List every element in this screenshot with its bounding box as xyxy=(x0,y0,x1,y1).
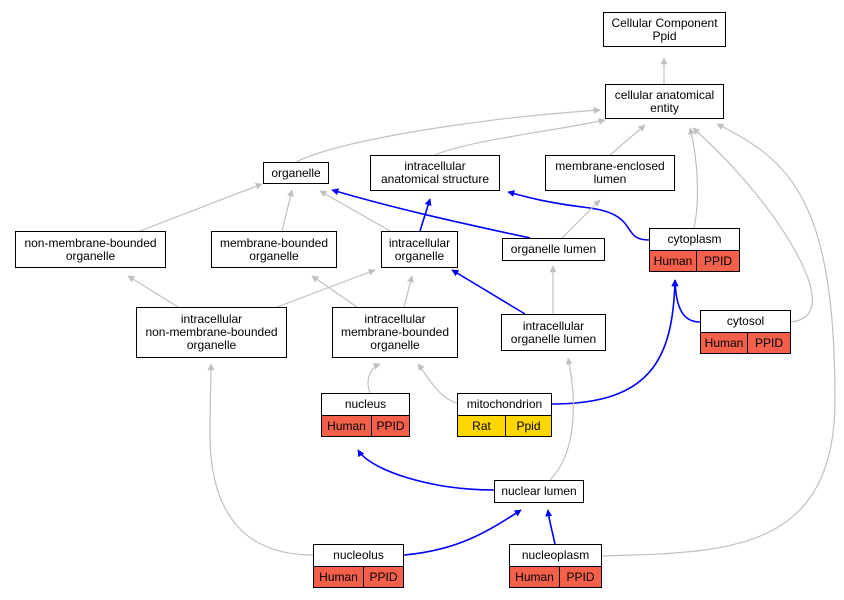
edge-mito-to-imbo xyxy=(417,363,461,405)
tag-mitochondrion-species: Rat xyxy=(457,415,506,437)
node-nucleus: nucleus xyxy=(321,393,410,416)
edge-nucleoplasm-to-nuclum xyxy=(545,509,556,545)
edge-imbo-to-io xyxy=(403,275,414,308)
edge-io-to-ias xyxy=(419,198,432,232)
edge-mbo-to-organelle xyxy=(281,189,294,232)
tag-nucleus-species: Human xyxy=(321,415,372,437)
node-cytoplasm: cytoplasm xyxy=(649,228,740,251)
edge-mel-to-entity xyxy=(609,124,646,156)
edge-ol-to-mel xyxy=(561,199,601,239)
node-cellular-anatomical-entity: cellular anatomical entity xyxy=(605,84,724,119)
tag-mitochondrion-gene: Ppid xyxy=(505,415,552,437)
node-intracellular-non-membrane-bounded-organelle: intracellular non-membrane-bounded organ… xyxy=(136,307,287,358)
edge-mito-to-cytoplasm xyxy=(551,279,679,405)
edge-nucleolus-to-inmbo xyxy=(207,363,314,556)
edge-nucleoplasm-to-entity xyxy=(601,123,836,557)
tag-cytoplasm-gene: PPID xyxy=(696,250,740,272)
edge-cytoplasm-to-ias xyxy=(507,190,650,241)
node-nuclear-lumen: nuclear lumen xyxy=(494,480,584,503)
tag-cytosol-species: Human xyxy=(700,332,748,354)
tag-nucleoplasm-gene: PPID xyxy=(559,566,602,588)
edge-cytosol-to-cytoplasm xyxy=(671,279,701,323)
edge-ol-to-organelle xyxy=(331,188,531,239)
node-non-membrane-bounded-organelle: non-membrane-bounded organelle xyxy=(15,231,166,268)
node-cytosol: cytosol xyxy=(700,310,791,333)
edge-nucleolus-to-nuclum xyxy=(403,509,522,556)
edge-imbo-to-mbo xyxy=(311,275,358,308)
edge-nucleus-to-imbo xyxy=(367,363,381,394)
node-organelle: organelle xyxy=(263,162,329,184)
node-intracellular-organelle-lumen: intracellular organelle lumen xyxy=(501,314,606,351)
tag-nucleolus-species: Human xyxy=(313,566,364,588)
edge-nuclum-to-iol xyxy=(549,357,574,481)
node-intracellular-membrane-bounded-organelle: intracellular membrane-bounded organelle xyxy=(332,307,458,358)
node-mitochondrion: mitochondrion xyxy=(457,393,552,416)
edge-cytoplasm-to-entity xyxy=(688,127,699,229)
node-membrane-enclosed-lumen: membrane-enclosed lumen xyxy=(545,155,675,191)
edge-nmbo-to-organelle xyxy=(139,182,263,232)
edge-ias-to-entity xyxy=(434,117,606,156)
edge-inmbo-to-io xyxy=(276,268,376,308)
node-cellular-component: Cellular Component Ppid xyxy=(603,12,726,47)
edge-nuclum-to-nucleus xyxy=(357,449,495,491)
tag-nucleolus-gene: PPID xyxy=(363,566,404,588)
node-intracellular-organelle: intracellular organelle xyxy=(381,231,458,268)
edge-io-to-organelle xyxy=(319,190,391,232)
node-membrane-bounded-organelle: membrane-bounded organelle xyxy=(211,231,337,268)
tag-nucleoplasm-species: Human xyxy=(509,566,560,588)
edge-organelle-to-entity xyxy=(295,106,601,163)
edge-inmbo-to-nmbo xyxy=(127,275,179,308)
tag-cytosol-gene: PPID xyxy=(747,332,791,354)
node-intracellular-anatomical-structure: intracellular anatomical structure xyxy=(370,155,500,191)
node-nucleolus: nucleolus xyxy=(313,544,404,567)
edge-cytosol-to-entity xyxy=(692,127,813,323)
edge-iol-to-io xyxy=(451,269,526,315)
tag-nucleus-gene: PPID xyxy=(371,415,410,437)
tag-cytoplasm-species: Human xyxy=(649,250,697,272)
node-nucleoplasm: nucleoplasm xyxy=(509,544,602,567)
node-organelle-lumen: organelle lumen xyxy=(502,238,605,261)
